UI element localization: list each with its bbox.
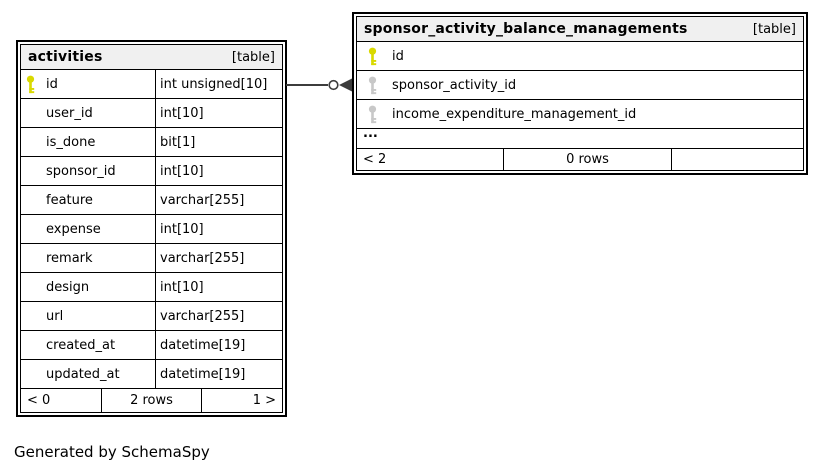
column-row-design: design int[10]	[20, 272, 283, 302]
column-type: int[10]	[155, 98, 283, 128]
column-row-expense: expense int[10]	[20, 214, 283, 244]
column-type: varchar[255]	[155, 243, 283, 273]
column-row-url: url varchar[255]	[20, 301, 283, 331]
table-header: sponsor_activity_balance_managements [ta…	[356, 16, 804, 42]
column-row-is-done: is_done bit[1]	[20, 127, 283, 157]
foreign-key-icon	[365, 105, 392, 124]
column-list: id int unsigned[10] user_id int[10] is_d…	[20, 69, 283, 389]
column-type: datetime[19]	[155, 359, 283, 389]
primary-key-icon	[25, 75, 46, 94]
table-footer: < 2 0 rows	[356, 148, 804, 171]
column-row-feature: feature varchar[255]	[20, 185, 283, 215]
more-columns-row: ...	[356, 127, 804, 149]
column-name: sponsor_activity_id	[392, 77, 517, 93]
column-row-sponsor-id: sponsor_id int[10]	[20, 156, 283, 186]
column-row-created-at: created_at datetime[19]	[20, 330, 283, 360]
column-row-user-id: user_id int[10]	[20, 98, 283, 128]
table-footer: < 0 2 rows 1 >	[20, 388, 283, 413]
column-name: url	[46, 308, 64, 324]
column-type: datetime[19]	[155, 330, 283, 360]
column-type: int[10]	[155, 214, 283, 244]
table-activities[interactable]: activities [table] id int unsigned[10] u…	[16, 40, 287, 417]
column-name: remark	[46, 250, 93, 266]
column-name: is_done	[46, 134, 96, 150]
column-row-updated-at: updated_at datetime[19]	[20, 359, 283, 389]
column-type: int[10]	[155, 156, 283, 186]
column-name: created_at	[46, 337, 116, 353]
column-list: id sponsor_activity_id income_expenditur…	[356, 41, 804, 149]
column-type: int unsigned[10]	[155, 69, 283, 99]
column-name: income_expenditure_management_id	[392, 106, 637, 122]
footer-right-stat: 1 >	[201, 388, 283, 413]
column-row-id: id int unsigned[10]	[20, 69, 283, 99]
column-name: sponsor_id	[46, 163, 116, 179]
column-row-remark: remark varchar[255]	[20, 243, 283, 273]
table-title[interactable]: sponsor_activity_balance_managements	[364, 21, 688, 37]
column-type: varchar[255]	[155, 301, 283, 331]
column-row-sponsor-activity-id: sponsor_activity_id	[356, 70, 804, 100]
table-type-badge: [table]	[752, 21, 796, 37]
foreign-key-icon	[365, 76, 392, 95]
footer-left-stat: < 0	[20, 388, 102, 413]
column-type: bit[1]	[155, 127, 283, 157]
circle-cardinality-marker	[328, 79, 339, 91]
column-name: user_id	[46, 105, 93, 121]
footer-left-stat: < 2	[356, 148, 504, 171]
column-name: design	[46, 279, 90, 295]
table-header: activities [table]	[20, 44, 283, 70]
fk-relationship-connector	[286, 78, 352, 92]
column-type: varchar[255]	[155, 185, 283, 215]
column-name: feature	[46, 192, 93, 208]
footer-rows-stat: 2 rows	[101, 388, 202, 413]
column-name: expense	[46, 221, 101, 237]
primary-key-icon	[365, 47, 392, 66]
column-row-income-expenditure-management-id: income_expenditure_management_id	[356, 99, 804, 129]
table-type-badge: [table]	[231, 49, 275, 65]
footer-right-stat	[671, 148, 804, 171]
column-name: id	[46, 76, 58, 92]
column-name: updated_at	[46, 366, 120, 382]
column-row-id: id	[356, 41, 804, 71]
column-name: id	[392, 48, 404, 64]
table-sponsor-activity-balance-managements[interactable]: sponsor_activity_balance_managements [ta…	[352, 12, 808, 175]
arrowhead-marker	[339, 78, 352, 92]
generated-by-note: Generated by SchemaSpy	[14, 443, 210, 461]
footer-rows-stat: 0 rows	[503, 148, 672, 171]
table-title[interactable]: activities	[28, 49, 103, 65]
more-columns-indicator: ...	[356, 127, 804, 149]
column-type: int[10]	[155, 272, 283, 302]
